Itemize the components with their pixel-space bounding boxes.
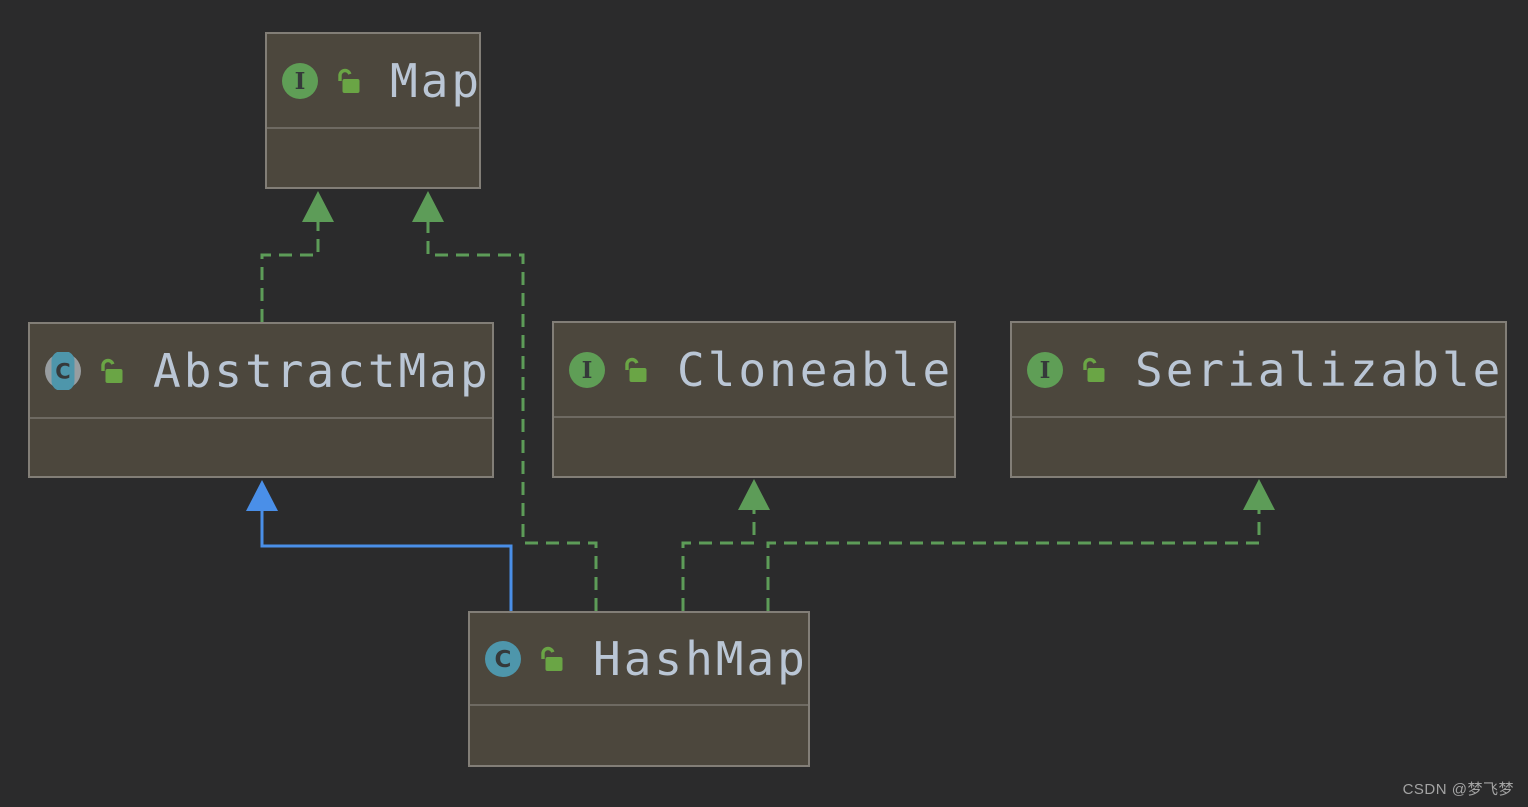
class-node-abstractmap[interactable]: C AbstractMap bbox=[28, 322, 494, 478]
node-title-bar: I Map bbox=[267, 34, 479, 129]
unlocked-icon bbox=[98, 357, 125, 385]
svg-text:I: I bbox=[295, 68, 306, 95]
node-title-bar: I Serializable bbox=[1012, 323, 1505, 418]
edge-abstractmap-implements-map bbox=[260, 191, 334, 322]
class-node-hashmap[interactable]: C HashMap bbox=[468, 611, 810, 767]
node-members-compartment bbox=[1012, 418, 1505, 476]
class-name-label: Serializable bbox=[1135, 342, 1504, 397]
svg-text:C: C bbox=[495, 647, 512, 673]
edge-hashmap-implements-map bbox=[412, 191, 598, 611]
class-node-map[interactable]: I Map bbox=[265, 32, 481, 189]
unlocked-icon bbox=[1080, 356, 1107, 384]
interface-icon: I bbox=[1026, 351, 1064, 389]
edge-hashmap-implements-serializable bbox=[766, 479, 1275, 611]
class-name-label: Cloneable bbox=[677, 342, 954, 397]
edge-hashmap-implements-cloneable bbox=[681, 479, 770, 611]
node-title-bar: C AbstractMap bbox=[30, 324, 492, 419]
class-node-cloneable[interactable]: I Cloneable bbox=[552, 321, 956, 478]
inheritance-arrowhead bbox=[412, 191, 444, 222]
inheritance-arrowhead bbox=[246, 480, 278, 511]
svg-text:I: I bbox=[1040, 357, 1051, 384]
class-name-label: AbstractMap bbox=[153, 343, 491, 398]
class-icon: C bbox=[484, 640, 522, 678]
node-members-compartment bbox=[267, 129, 479, 187]
inheritance-arrowhead bbox=[1243, 479, 1275, 510]
interface-icon: I bbox=[281, 62, 319, 100]
class-name-label: HashMap bbox=[593, 631, 808, 686]
inheritance-arrowhead bbox=[302, 191, 334, 222]
interface-icon: I bbox=[568, 351, 606, 389]
unlocked-icon bbox=[335, 67, 362, 95]
unlocked-icon bbox=[538, 645, 565, 673]
svg-text:I: I bbox=[582, 357, 593, 384]
node-title-bar: C HashMap bbox=[470, 613, 808, 706]
node-members-compartment bbox=[470, 706, 808, 765]
unlocked-icon bbox=[622, 356, 649, 384]
inheritance-arrowhead bbox=[738, 479, 770, 510]
node-members-compartment bbox=[30, 419, 492, 476]
class-node-serializable[interactable]: I Serializable bbox=[1010, 321, 1507, 478]
svg-text:C: C bbox=[55, 359, 70, 383]
class-name-label: Map bbox=[390, 53, 483, 108]
node-members-compartment bbox=[554, 418, 954, 476]
watermark: CSDN @梦飞梦 bbox=[1402, 781, 1514, 798]
edge-hashmap-extends-abstractmap bbox=[246, 480, 513, 611]
node-title-bar: I Cloneable bbox=[554, 323, 954, 418]
abstract-class-icon: C bbox=[44, 351, 82, 390]
